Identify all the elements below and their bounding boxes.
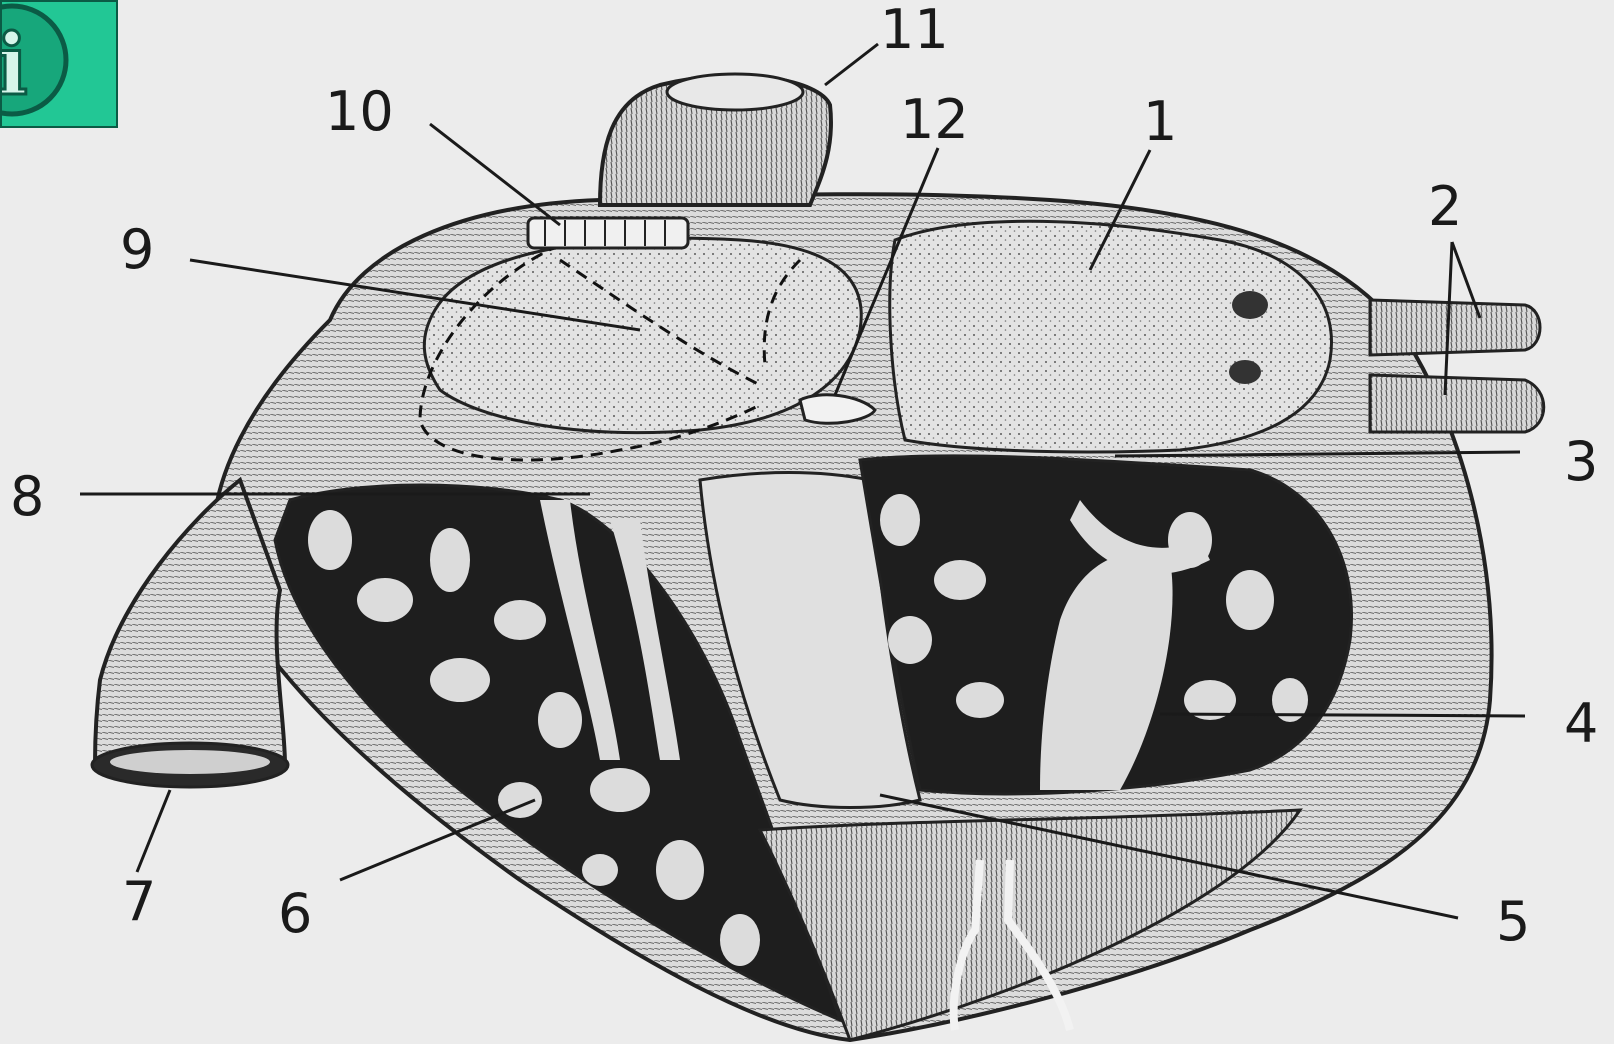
right-atrium-cavity	[424, 238, 861, 432]
info-icon: i	[2, 2, 118, 128]
label-9: 9	[120, 218, 154, 281]
label-8: 8	[10, 465, 44, 528]
label-12: 12	[900, 88, 969, 151]
label-1: 1	[1143, 90, 1177, 153]
label-5: 5	[1496, 890, 1530, 953]
label-3: 3	[1564, 430, 1598, 493]
label-10: 10	[325, 80, 394, 143]
info-button[interactable]: i	[0, 0, 118, 128]
label-7: 7	[122, 870, 156, 933]
info-glyph: i	[2, 15, 28, 114]
vena-cava-vessel	[95, 480, 285, 765]
pulmonary-vein-upper	[1370, 300, 1540, 355]
pulmonary-vein-lower	[1370, 375, 1544, 432]
label-11: 11	[880, 0, 949, 61]
label-4: 4	[1564, 692, 1598, 755]
left-atrium-cavity	[890, 221, 1332, 452]
label-6: 6	[278, 882, 312, 945]
label-2: 2	[1428, 175, 1462, 238]
